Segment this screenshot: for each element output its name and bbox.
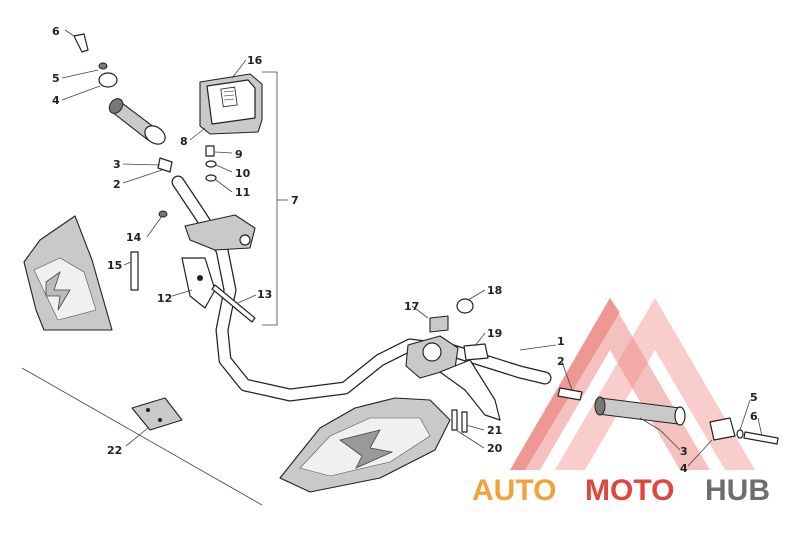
watermark-moto: MOTO	[585, 474, 674, 507]
callout-2-left: 2	[113, 178, 121, 191]
hardware-stack	[205, 145, 217, 182]
watermark-text: AUTO MOTO HUB	[472, 474, 770, 507]
callout-14: 14	[126, 231, 142, 244]
leader-lines	[61, 29, 763, 467]
callout-8: 8	[180, 135, 188, 148]
throttle-housing	[199, 73, 263, 135]
handguard-bracket	[131, 397, 183, 431]
callout-10: 10	[235, 167, 251, 180]
brake-bolts	[451, 409, 468, 433]
callout-3-right: 3	[680, 445, 688, 458]
callout-2-right: 2	[557, 355, 565, 368]
callout-15: 15	[107, 259, 122, 272]
callout-11: 11	[235, 186, 250, 199]
callout-1: 1	[557, 335, 565, 348]
callout-5-right: 5	[750, 391, 758, 404]
callout-4-right: 4	[680, 462, 688, 475]
right-handguard	[279, 397, 451, 493]
watermark-hub: HUB	[705, 474, 770, 507]
callout-labels: 6 5 4 3 2 16 8 9 10 11 7 14 15 12 13 22 …	[52, 25, 758, 475]
callout-4-left: 4	[52, 94, 60, 107]
right-bar-end	[709, 417, 779, 445]
callout-20: 20	[487, 442, 503, 455]
brake-master-cylinder	[405, 298, 501, 421]
callout-22: 22	[107, 444, 122, 457]
callout-9: 9	[235, 148, 243, 161]
left-handguard	[23, 215, 113, 331]
callout-6-right: 6	[750, 410, 758, 423]
right-grip	[557, 387, 686, 426]
callout-18: 18	[487, 284, 502, 297]
left-throttle-sleeve	[157, 157, 173, 173]
callout-3-left: 3	[113, 158, 121, 171]
callout-13: 13	[257, 288, 272, 301]
bolt-13	[211, 284, 256, 323]
left-bar-end	[73, 33, 118, 88]
callout-19: 19	[487, 327, 502, 340]
left-clamp	[130, 210, 256, 309]
callout-21: 21	[487, 424, 502, 437]
callout-17: 17	[404, 300, 419, 313]
left-grip	[108, 98, 166, 145]
callout-12: 12	[157, 292, 172, 305]
callout-6-left: 6	[52, 25, 60, 38]
callout-7: 7	[291, 194, 299, 207]
watermark-logo	[510, 298, 755, 470]
watermark-auto: AUTO	[472, 474, 556, 507]
callout-5-left: 5	[52, 72, 60, 85]
callout-16: 16	[247, 54, 263, 67]
